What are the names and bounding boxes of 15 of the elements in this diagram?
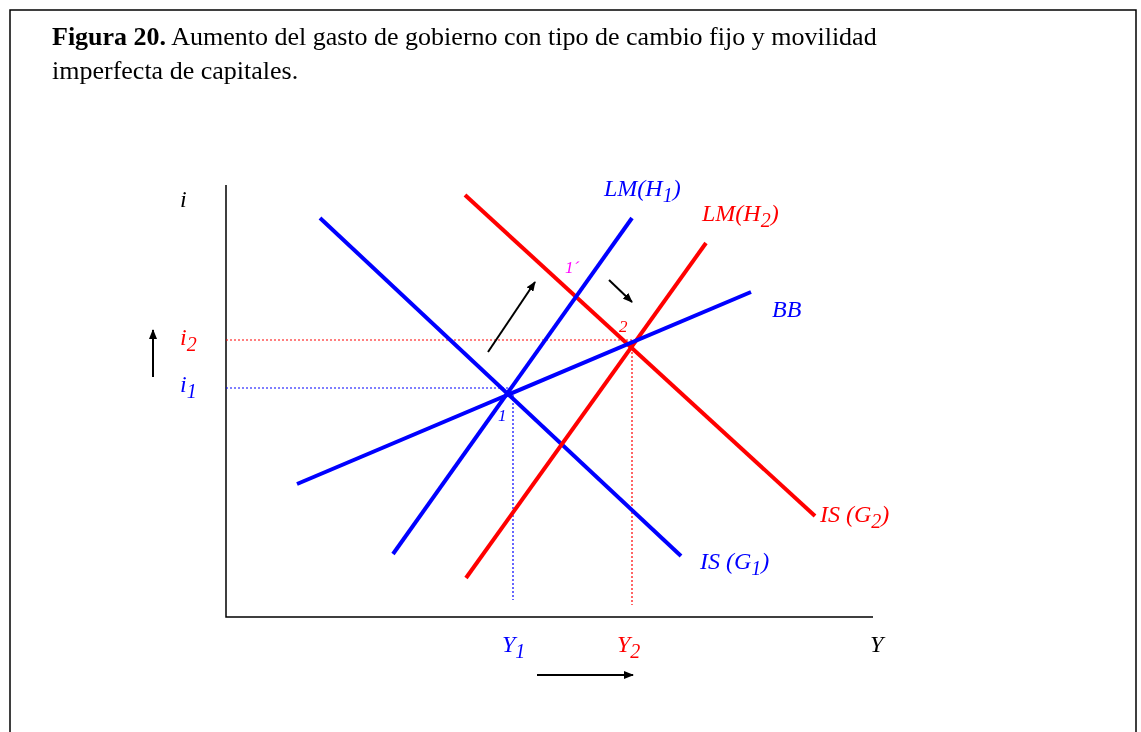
axis-value-label: Y$_{2}$ — [617, 630, 641, 664]
figure-title: Figura 20. Aumento del gasto de gobierno con tipo de cambio fijo y movilidad imperfecta de capitales. — [52, 21, 878, 87]
axis-label: i — [180, 185, 187, 213]
point-label: 1´ — [565, 258, 580, 278]
curve-label: IS (G$_{1}$) — [700, 547, 770, 581]
axis-value-label: i$_{2}$ — [180, 323, 197, 357]
point-label: 2 — [619, 317, 628, 337]
curve-label: BB — [772, 295, 802, 323]
axis-value-label: i$_{1}$ — [180, 370, 197, 404]
axis-value-label: Y$_{1}$ — [502, 630, 526, 664]
curve-label: LM(H$_{2}$) — [702, 199, 779, 233]
point-label: 1 — [498, 406, 507, 426]
curve-label: LM(H$_{1}$) — [604, 174, 681, 208]
axis-label: Y — [870, 630, 884, 658]
curve-label: IS (G$_{2}$) — [820, 500, 890, 534]
